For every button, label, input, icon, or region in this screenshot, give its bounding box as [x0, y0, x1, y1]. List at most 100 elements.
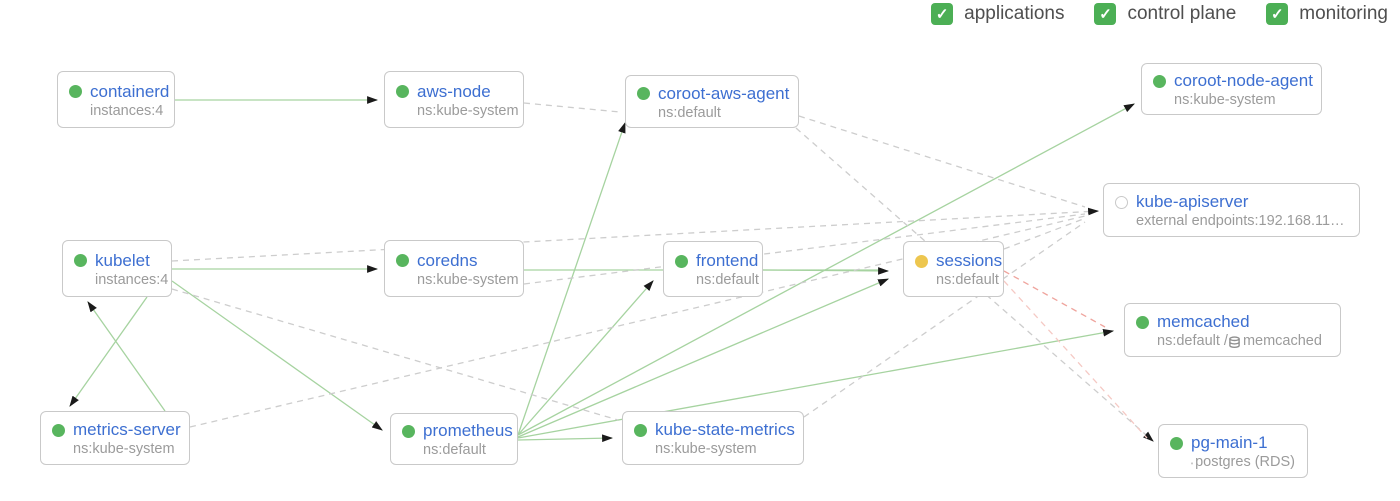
status-dot-yellow	[915, 254, 928, 268]
filter-monitoring[interactable]: ✓ monitoring	[1266, 3, 1388, 25]
node-title-row: pg-main-1	[1170, 433, 1295, 453]
status-dot-green	[69, 85, 82, 98]
node-kube-state-metrics[interactable]: kube-state-metrics ns:kube-system	[622, 411, 804, 465]
status-dot-green	[396, 85, 409, 98]
node-title-row: coroot-aws-agent	[637, 83, 790, 104]
node-sessions[interactable]: sessions ns:default	[903, 241, 1004, 297]
edge-aws-node-coroot-aws-agent	[523, 102, 621, 113]
node-sub-text: ns:kube-system	[417, 271, 519, 288]
node-label: kube-apiserver	[1136, 192, 1249, 211]
node-subtitle: ns:kube-system	[634, 441, 791, 457]
node-subtitle: ns:kube-system	[396, 103, 519, 119]
edge-coroot-aws-agent-pg-main-1	[795, 127, 1154, 442]
status-dot-green	[634, 423, 647, 437]
node-subtitle: instances:4	[74, 272, 168, 288]
filter-applications[interactable]: ✓ applications	[931, 3, 1064, 25]
node-subtitle: ns:kube-system	[52, 441, 177, 457]
node-metrics-server[interactable]: metrics-server ns:kube-system	[40, 411, 190, 465]
node-sub-text: ns:kube-system	[417, 102, 519, 119]
edge-coroot-aws-agent-kube-apiserver	[798, 115, 1086, 208]
node-label: kube-state-metrics	[655, 420, 795, 439]
checkbox-checked-icon[interactable]: ✓	[1094, 3, 1117, 25]
node-subtitle: ns:default	[637, 105, 786, 121]
node-kubelet[interactable]: kubelet instances:4	[62, 240, 172, 297]
edge-kubelet-kube-state-metrics	[171, 288, 619, 421]
node-subtitle: ns:default	[402, 442, 505, 458]
node-label: prometheus	[423, 421, 513, 440]
filter-label: control plane	[1127, 3, 1237, 24]
status-dot-green	[1170, 436, 1183, 450]
node-coroot-aws-agent[interactable]: coroot-aws-agent ns:default	[625, 75, 799, 128]
node-title-row: containerd	[69, 82, 169, 102]
node-pg-main-1[interactable]: pg-main-1 postgres (RDS)	[1158, 424, 1308, 478]
database-icon	[1191, 462, 1193, 464]
status-dot-green	[637, 87, 650, 100]
status-dot-green	[52, 423, 65, 437]
node-subtitle: ns:default	[675, 272, 759, 288]
node-containerd[interactable]: containerd instances:4	[57, 71, 175, 128]
node-coroot-node-agent[interactable]: coroot-node-agent ns:kube-system	[1141, 63, 1322, 115]
node-sub-text: instances:4	[90, 102, 164, 119]
status-dot-green	[1136, 315, 1149, 329]
node-sub-text: ns:kube-system	[655, 441, 757, 457]
edge-prometheus-sessions	[517, 278, 890, 438]
node-subtitle: external endpoints:192.168.11…	[1115, 213, 1347, 229]
node-subtitle: ns:kube-system	[396, 272, 519, 288]
node-subtitle: ns:default	[915, 272, 999, 288]
node-sub-text: ns:default /	[1157, 333, 1228, 349]
node-title-row: kube-state-metrics	[634, 420, 795, 440]
node-kube-apiserver[interactable]: kube-apiserver external endpoints:192.16…	[1103, 183, 1360, 237]
node-sub-text: external endpoints:192.168.11…	[1136, 213, 1345, 229]
node-sub-text: instances:4	[95, 271, 169, 288]
edge-sessions-memcached	[1003, 270, 1106, 328]
checkbox-checked-icon[interactable]: ✓	[1266, 3, 1289, 25]
edge-metrics-server-kubelet	[87, 301, 166, 412]
node-sub-text: ns:default	[696, 272, 759, 288]
node-prometheus[interactable]: prometheus ns:default	[390, 413, 518, 465]
node-subtitle: postgres (RDS)	[1170, 454, 1295, 470]
edge-prometheus-kube-state-metrics	[517, 434, 614, 443]
node-label: sessions	[936, 251, 1003, 270]
node-label: metrics-server	[73, 420, 181, 439]
node-subtitle: ns:kube-system	[1153, 92, 1309, 108]
node-title-row: coroot-node-agent	[1153, 71, 1313, 91]
node-title-row: frontend	[675, 251, 758, 271]
node-title-row: memcached	[1136, 312, 1328, 332]
node-subtitle: ns:default / memcached	[1136, 333, 1328, 349]
node-aws-node[interactable]: aws-node ns:kube-system	[384, 71, 524, 128]
node-label: memcached	[1157, 312, 1250, 331]
node-title-row: coredns	[396, 251, 511, 271]
edge-kubelet-kube-apiserver	[171, 207, 1100, 262]
edge-prometheus-memcached	[517, 328, 1115, 439]
node-label: coroot-aws-agent	[658, 83, 790, 103]
status-dot-green	[1153, 74, 1166, 88]
node-label: aws-node	[417, 81, 491, 101]
node-sub-text: ns:default	[423, 442, 486, 458]
filter-label: monitoring	[1299, 3, 1388, 24]
edge-kubelet-prometheus	[171, 280, 383, 431]
status-dot-green	[74, 254, 87, 267]
node-sub-db-text: postgres (RDS)	[1195, 454, 1295, 470]
filter-label: applications	[964, 3, 1065, 24]
node-title-row: kube-apiserver	[1115, 192, 1347, 212]
edge-prometheus-frontend	[517, 280, 654, 436]
node-label: kubelet	[95, 250, 150, 270]
status-dot-green	[675, 254, 688, 268]
edge-prometheus-coroot-node-agent	[517, 103, 1135, 436]
node-title-row: prometheus	[402, 421, 513, 441]
node-label: containerd	[90, 81, 170, 101]
edge-kubelet-metrics-server	[69, 296, 148, 407]
checkbox-checked-icon[interactable]: ✓	[931, 3, 954, 25]
node-frontend[interactable]: frontend ns:default	[663, 241, 763, 297]
filter-control-plane[interactable]: ✓ control plane	[1094, 3, 1236, 25]
node-memcached[interactable]: memcached ns:default / memcached	[1124, 303, 1341, 357]
node-sub-text: ns:default	[658, 104, 721, 121]
filter-checkbox-row: ✓ applications ✓ control plane ✓ monitor…	[931, 3, 1388, 25]
node-subtitle: instances:4	[69, 102, 164, 119]
node-coredns[interactable]: coredns ns:kube-system	[384, 240, 524, 297]
node-label: coredns	[417, 250, 478, 270]
node-sub-text: ns:kube-system	[1174, 92, 1276, 108]
node-label: frontend	[696, 251, 759, 270]
